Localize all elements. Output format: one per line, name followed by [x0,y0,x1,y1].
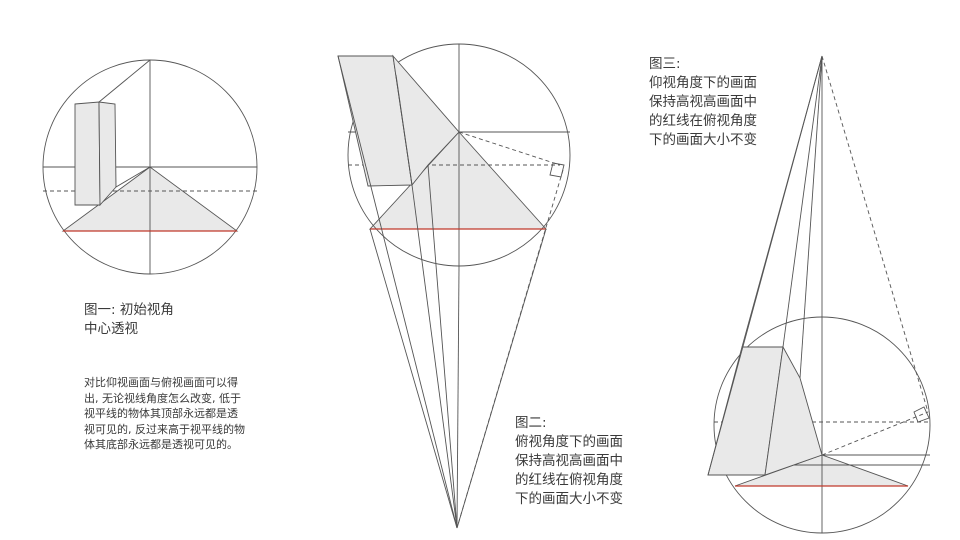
figure3-vanish-line-4 [799,55,823,379]
figure1-block-front [74,101,101,206]
comparison-description: 对比仰视画面与俯视画面可以得 出, 无论视线角度怎么改变, 低于 视平线的物体其… [84,375,245,453]
description-line: 对比仰视画面与俯视画面可以得 [84,376,238,389]
figure2-dashed-to-square [458,131,561,166]
figure2-diagram [337,43,571,529]
figure2-block-inner-edge [395,74,413,186]
figure3-caption: 图三: 仰视角度下的画面 保持高视高画面中 的红线在俯视角度 下的画面大小不变 [649,55,757,150]
figure2-caption-line: 的红线在俯视角度 [515,472,623,488]
figure3-caption-line: 图三: [649,56,681,72]
figure2-caption-line: 保持高视高画面中 [515,453,623,469]
figure2-vertical-lower [456,267,460,529]
figure3-dashed-from-top [821,55,929,413]
figure2-vanish-line-1 [337,55,458,529]
figure2-caption-line: 下的画面大小不变 [515,491,623,507]
figure1-diagram [42,59,258,275]
figure1-block-bottom-line [115,166,151,188]
figure2-right-angle-square [549,162,565,178]
figure1-caption-line: 图一: 初始视角 [84,302,174,318]
figure2-vanish-line-3 [411,184,458,529]
figure2-vanish-line-2 [369,228,458,529]
description-line: 出, 无论视线角度怎么改变, 低于 [84,391,241,405]
description-line: 体其底部永远都是透视可见的。 [84,438,238,451]
figure3-right-angle-square [913,406,930,423]
figure1-caption-line: 中心透视 [84,321,138,337]
figure2-caption-line: 俯视角度下的画面 [515,434,623,450]
figure1-block-side [98,101,117,207]
figure3-caption-line: 保持高视高画面中 [649,94,757,110]
figure1-block-top-line [98,59,151,103]
figure3-caption-line: 仰视角度下的画面 [649,75,757,91]
figure2-vanish-line-5 [456,228,547,529]
figure2-caption: 图二: 俯视角度下的画面 保持高视高画面中 的红线在俯视角度 下的画面大小不变 [515,414,623,509]
figure3-vanish-line-3 [782,55,823,348]
description-line: 视平线的物体其顶部永远都是透 [84,407,238,420]
figure3-diagram [707,55,931,534]
figure1-caption: 图一: 初始视角 中心透视 [84,301,174,339]
figure3-vanish-line-2 [741,55,823,348]
figure3-caption-line: 下的画面大小不变 [649,132,757,148]
figure3-block-side [764,345,823,476]
figure3-caption-line: 的红线在俯视角度 [649,113,757,129]
figure3-dashed-to-square [821,411,929,456]
figure2-caption-line: 图二: [515,415,547,431]
figure2-vanish-line-4 [427,164,458,529]
description-line: 视可见的, 反过来高于视平线的物 [84,422,245,436]
